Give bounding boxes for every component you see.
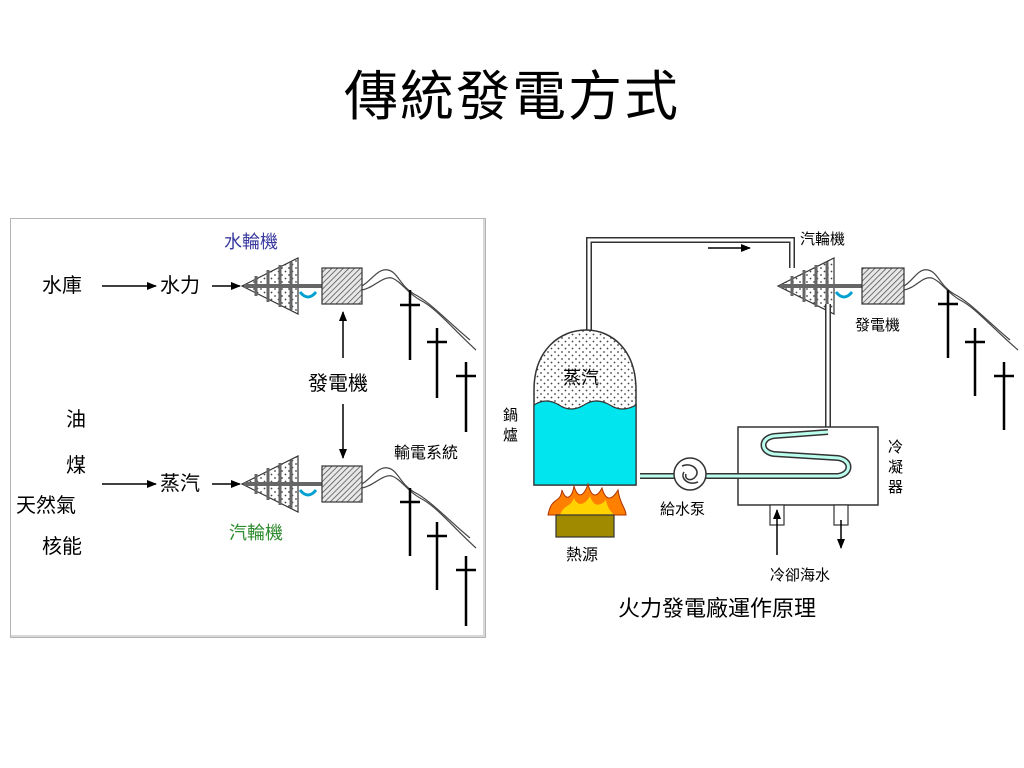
power-poles-bottom — [400, 488, 476, 626]
transmission-wire-bottom — [361, 467, 471, 539]
generator-bottom-icon — [321, 465, 363, 503]
condenser-label-3: 器 — [888, 478, 903, 496]
steam-turbine-icon — [240, 455, 322, 513]
boiler-label-1: 鍋 — [503, 406, 518, 424]
water-power-label: 水力 — [160, 273, 200, 297]
transmission-system-label: 輸電系統 — [394, 443, 458, 462]
slide-title: 傳統發電方式 — [344, 65, 680, 128]
feed-pump-label: 給水泵 — [660, 500, 705, 518]
water-turbine-label: 水輪機 — [224, 232, 278, 253]
steam-turbine-label-left: 汽輪機 — [229, 523, 283, 544]
condenser-box — [737, 426, 879, 506]
boiler-steam-label: 蒸汽 — [563, 368, 599, 389]
power-plant-turbine-icon — [776, 257, 862, 315]
heat-source-label: 熱源 — [566, 545, 598, 564]
fuel-nuclear: 核能 — [42, 534, 82, 558]
boiler-label-2: 爐 — [503, 426, 518, 444]
generator-label-left: 發電機 — [308, 371, 368, 395]
cooling-water-label: 冷卻海水 — [770, 566, 830, 584]
flame-icon — [547, 482, 627, 516]
condenser-label-2: 凝 — [888, 458, 903, 476]
power-poles-top — [400, 290, 476, 432]
fuel-natural-gas: 天然氣 — [16, 493, 76, 517]
fuel-coal: 煤 — [66, 453, 86, 477]
boiler-icon — [533, 329, 637, 486]
right-diagram-caption: 火力發電廠運作原理 — [618, 597, 816, 622]
generator-top-icon — [321, 267, 363, 305]
steam-label-left: 蒸汽 — [160, 471, 200, 495]
feed-pump-icon — [673, 457, 707, 491]
power-plant-generator-icon — [861, 267, 905, 305]
transmission-wire-top — [361, 269, 471, 341]
generator-label-right: 發電機 — [855, 316, 900, 334]
water-turbine-icon — [240, 257, 322, 315]
reservoir-label: 水庫 — [42, 273, 82, 297]
steam-turbine-label-right: 汽輪機 — [800, 230, 845, 248]
steam-pipe — [586, 237, 795, 338]
condenser-label-1: 冷 — [888, 438, 903, 456]
fuel-oil: 油 — [66, 407, 86, 431]
heat-source-block — [555, 514, 615, 538]
power-poles-right — [938, 290, 1014, 430]
